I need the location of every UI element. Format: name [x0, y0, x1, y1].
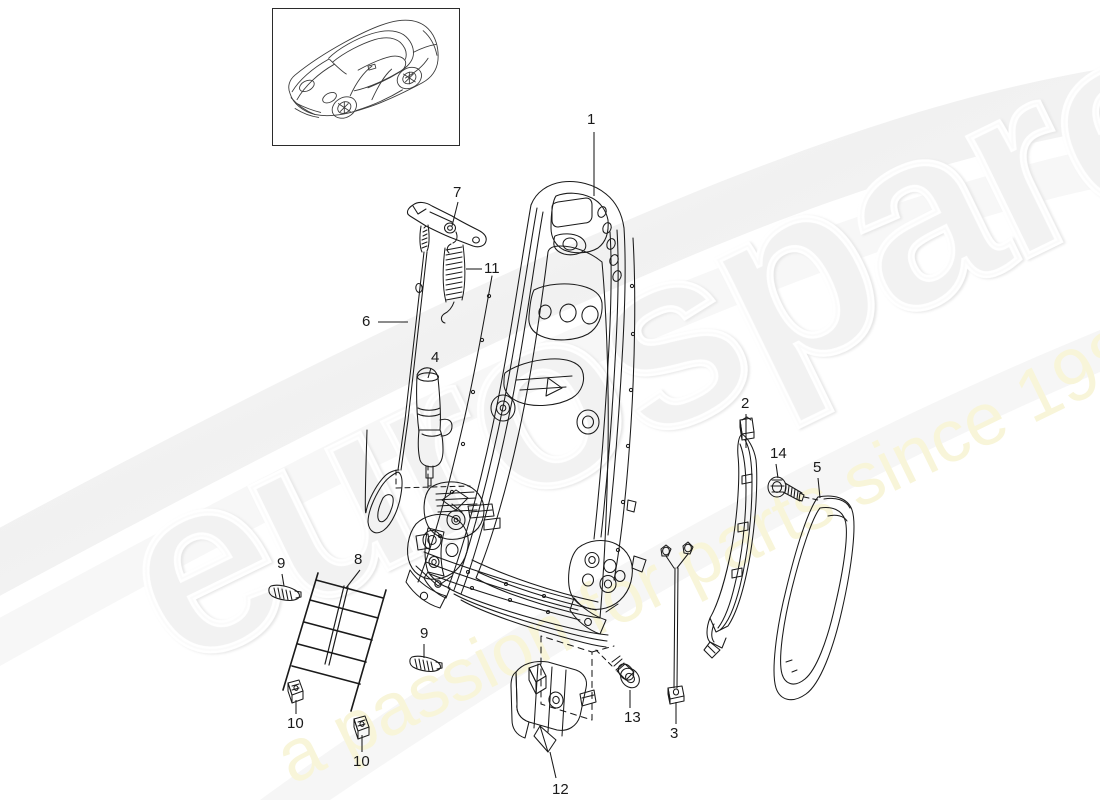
callout-1: 1	[587, 111, 596, 128]
part-seat-regulator-assembly	[395, 465, 501, 599]
part-operating-rod	[364, 224, 430, 534]
part-release-cable	[660, 541, 694, 705]
vehicle-thumbnail-box	[272, 8, 460, 146]
callout-6: 6	[362, 313, 371, 330]
part-retaining-clip-left	[287, 679, 304, 704]
callout-13: 13	[624, 709, 641, 726]
callout-9-right: 9	[420, 625, 429, 642]
part-tension-spring-clip-left	[268, 584, 302, 601]
callout-8: 8	[354, 551, 363, 568]
callout-11: 11	[484, 260, 500, 277]
part-flange-bolt	[595, 649, 640, 689]
part-lever-bracket	[406, 201, 487, 248]
callout-14: 14	[770, 445, 787, 462]
porsche-911-coupe-icon	[288, 19, 439, 119]
part-backrest-frame	[405, 181, 647, 648]
part-side-trim-rail	[703, 416, 758, 659]
callout-5: 5	[813, 459, 822, 476]
callout-12: 12	[552, 781, 569, 798]
callout-9-left: 9	[277, 555, 286, 572]
part-flange-screw	[767, 476, 819, 502]
callout-10-right: 10	[353, 753, 370, 770]
part-tension-spring-clip-right	[409, 655, 443, 672]
part-lock-mechanism	[510, 635, 615, 753]
callout-10-left: 10	[287, 715, 304, 732]
callout-leader-lines	[281, 132, 821, 779]
callout-2: 2	[741, 395, 750, 412]
callout-7: 7	[453, 184, 462, 201]
callout-3: 3	[670, 725, 679, 742]
part-seal-ring-gasket	[773, 495, 855, 701]
part-coil-tension-spring	[440, 231, 466, 324]
part-adjustment-motor	[416, 367, 453, 487]
frame-lower-left-bracket	[405, 489, 469, 609]
callout-4: 4	[431, 349, 440, 366]
part-spring-mat	[282, 572, 387, 712]
